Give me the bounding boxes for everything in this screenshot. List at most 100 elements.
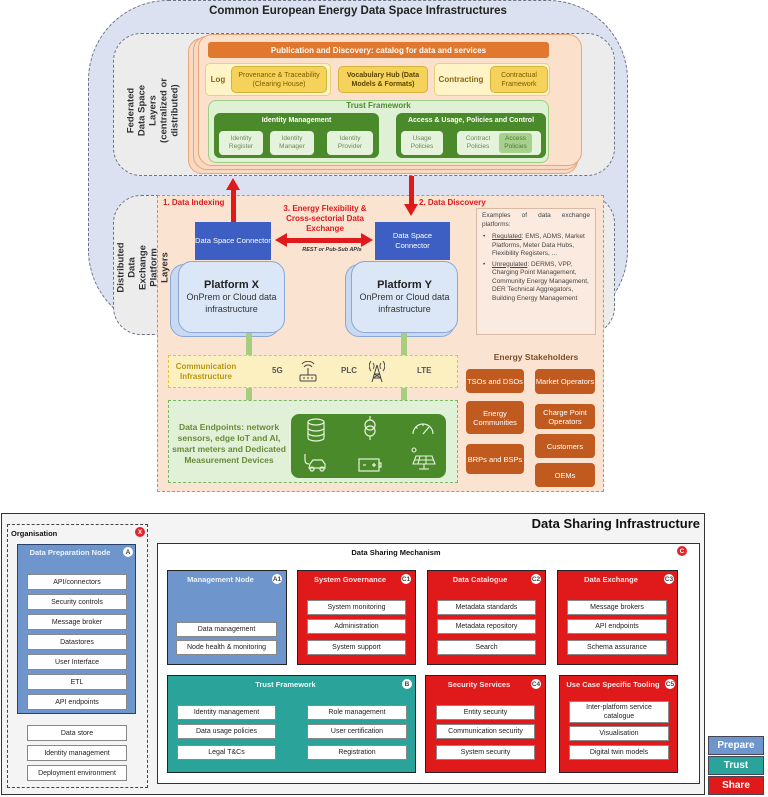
tech-plc: PLC [341,366,357,375]
federated-layer-label-text: Federated Data Space Layers (centralized… [125,77,181,143]
regulated-text: : EMS, ADMS, Market Platforms, Meter Dat… [492,233,585,257]
card-item: Registration [307,745,407,760]
identity-management-title: Identity Management [261,117,332,124]
cell-tower-icon [369,360,385,383]
data-catalogue-badge: C2 [531,574,541,584]
examples-unregulated: Unregulated: DERMS, VPP, Charging Point … [482,261,590,304]
data-endpoints-label: Data Endpoints: network sensors, edge Io… [172,422,286,465]
system-governance-badge: C1 [401,574,411,584]
access-policies: Access Policies [499,133,532,153]
diagram-title: Common European Energy Data Space Infras… [209,5,507,17]
card-item: Role management [307,705,407,720]
trust-framework-title: Trust Framework [346,101,411,110]
arrow-down-icon [404,204,418,216]
communication-label: Communication Infrastructure [175,361,237,381]
platform-y-name: Platform Y [377,279,432,291]
stakeholder-tsos-dsos: TSOs and DSOs [466,369,524,393]
identity-provider: Identity Provider [327,131,373,155]
card-item: Search [437,640,536,655]
stakeholders-title: Energy Stakeholders [493,352,579,362]
access-usage-title: Access & Usage, Policies and Control [407,117,535,124]
mechanism-badge: C [677,546,687,556]
vocabulary-hub-box: Vocabulary Hub (Data Models & Formats) [338,66,428,93]
card-item: Inter-platform service catalogue [569,701,669,723]
energy-flexibility-label: 3. Energy Flexibility & Cross-sectorial … [283,204,367,233]
stakeholder-oems: OEMs [535,463,595,487]
organisation-box [7,524,148,788]
arrow-right-icon [361,233,373,247]
management-node-card: Management Node A1 Data management Node … [167,570,287,665]
card-item: Digital twin models [569,745,669,760]
discovery-arrow [409,176,414,206]
platform-x: Platform X OnPrem or Cloud data infrastr… [178,261,285,333]
stakeholder-charge-point-operators: Charge Point Operators [535,404,595,429]
prep-item: Message broker [27,614,127,630]
data-indexing-label: 1. Data Indexing [163,198,225,207]
distributed-layer-label-text: Distributed Data Exchange Platform Layer… [115,242,171,293]
card-item: Communication security [436,724,535,739]
router-icon [299,361,317,382]
tech-5g: 5G [272,366,283,375]
card-item: User certification [307,724,407,739]
regulated-label: Regulated [492,233,522,240]
transformer-icon [364,416,376,440]
platform-examples-box: Examples of data exchange platforms: Reg… [476,208,596,335]
card-item: System support [307,640,406,655]
unregulated-text: : DERMS, VPP, Charging Point Management,… [492,260,589,302]
security-services-title: Security Services [447,680,511,689]
unregulated-label: Unregulated [492,260,528,268]
meter-gauge-icon [412,423,434,435]
card-item: Visualisation [569,726,669,741]
exchange-arrow [286,238,361,243]
data-discovery-label: 2. Data Discovery [419,198,486,207]
tech-lte: LTE [417,366,432,375]
organisation-title: Organisation [11,529,58,538]
usage-policies: Usage Policies [401,131,443,155]
legend-trust: Trust [708,756,764,775]
stakeholder-brps-bsps: BRPs and BSPs [466,444,524,474]
card-item: Metadata repository [437,619,536,634]
data-space-connector-y: Data Space Connector [375,222,450,260]
battery-icon [358,458,382,472]
trust-framework-badge: B [402,679,412,689]
legend-share: Share [708,776,764,795]
provenance-box: Provenance & Traceability (Clearing Hous… [231,66,327,93]
org-item: Data store [27,725,127,741]
data-sharing-mechanism-title: Data Sharing Mechanism [351,548,441,557]
organisation-badge: X [135,527,145,537]
card-item: Administration [307,619,406,634]
prep-item: User Interface [27,654,127,670]
identity-register: Identity Register [219,131,263,155]
system-governance-title: System Governance [313,575,387,584]
contractual-framework-box: Contractual Framework [490,66,548,93]
distributed-layer-label: Distributed Data Exchange Platform Layer… [115,205,171,330]
stakeholder-energy-communities: Energy Communities [466,401,524,434]
prep-item: ETL [27,674,127,690]
platform-y: Platform Y OnPrem or Cloud data infrastr… [351,261,458,333]
federated-layer-label: Federated Data Space Layers (centralized… [118,60,188,160]
database-icon [307,418,325,442]
data-space-connector-x: Data Space Connector [195,222,271,260]
stakeholder-market-operators: Market Operators [535,369,595,394]
system-governance-card: System Governance C1 System monitoring A… [297,570,416,665]
arrow-left-icon [275,233,287,247]
data-exchange-title: Data Exchange [584,575,638,584]
card-item: Entity security [436,705,535,720]
card-item: Schema assurance [567,640,667,655]
card-item: Legal T&Cs [177,745,276,760]
stakeholder-customers: Customers [535,434,595,458]
card-item: Data management [176,622,277,637]
card-item: Identity management [177,705,276,720]
identity-manager: Identity Manager [270,131,314,155]
electric-car-icon [304,454,326,472]
trust-framework-card: Trust Framework B Identity management Da… [167,675,416,773]
org-item: Identity management [27,745,127,761]
use-case-tooling-card: Use Case Specific Tooling C5 Inter-platf… [559,675,678,773]
prep-item: Datastores [27,634,127,650]
management-node-badge: A1 [272,574,282,584]
data-catalogue-card: Data Catalogue C2 Metadata standards Met… [427,570,546,665]
data-sharing-infrastructure-title: Data Sharing Infrastructure [531,516,700,531]
card-item: System monitoring [307,600,406,615]
data-exchange-badge: C3 [664,574,674,584]
platform-y-desc: OnPrem or Cloud data infrastructure [359,292,450,314]
